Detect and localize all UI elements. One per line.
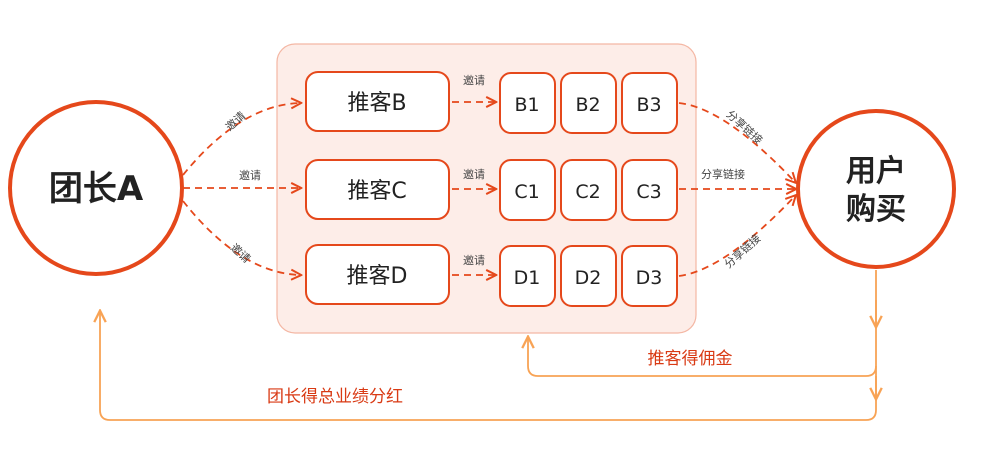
invite-label-b: 邀请 [222, 108, 248, 133]
sub-b2-box [560, 72, 617, 134]
sub-b2-label: B2 [575, 94, 600, 116]
sub-c1-box [499, 159, 556, 221]
promoter-c-box [305, 159, 450, 220]
sub-c2-box [560, 159, 617, 221]
sub-d2-label: D2 [575, 267, 602, 289]
leader-node [8, 100, 184, 276]
sub-c3-label: C3 [636, 181, 661, 203]
share-label-d: 分享链接 [721, 231, 763, 271]
buyer-label-line1: 用户 [846, 154, 906, 189]
dividend-label: 团长得总业绩分红 [267, 387, 403, 407]
leader-label: 团长A [49, 169, 144, 209]
sub-b3-label: B3 [636, 94, 661, 116]
buyer-node [796, 109, 956, 269]
edge-leader-to-promoter-b [182, 103, 300, 176]
sub-b1-label: B1 [514, 94, 539, 116]
sub-d3-box [621, 245, 678, 307]
invite-label-sub-d: 邀请 [463, 253, 485, 267]
invite-edges-leader [182, 103, 300, 275]
sub-b1-box [499, 72, 556, 134]
share-label-c: 分享链接 [701, 167, 745, 181]
sub-c1-label: C1 [514, 181, 539, 203]
sub-c2-label: C2 [575, 181, 600, 203]
buyer-label-line2: 购买 [846, 192, 906, 227]
sub-row-d: D1 D2 D3 [499, 245, 678, 307]
sub-row-b: B1 B2 B3 [499, 72, 678, 134]
promoter-b-label: 推客B [347, 91, 406, 116]
sub-d1-box [499, 245, 556, 307]
edge-d3-to-buyer [678, 196, 795, 277]
invite-label-sub-c: 邀请 [463, 167, 485, 181]
sub-d1-label: D1 [514, 267, 541, 289]
sub-d2-box [560, 245, 617, 307]
promoter-c-label: 推客C [347, 179, 406, 204]
sub-row-c: C1 C2 C3 [499, 159, 678, 221]
sub-b3-box [621, 72, 678, 134]
sub-c3-box [621, 159, 678, 221]
promoter-b-box [305, 71, 450, 132]
invite-label-sub-b: 邀请 [463, 73, 485, 87]
promoter-d-box [305, 244, 450, 305]
promoter-d-label: 推客D [347, 264, 408, 289]
share-label-b: 分享链接 [724, 107, 766, 147]
invite-label-d: 邀请 [228, 240, 254, 265]
edge-b3-to-buyer [678, 102, 795, 182]
dividend-flow-line [100, 312, 877, 421]
invite-label-c: 邀请 [239, 168, 261, 182]
sub-d3-label: D3 [636, 267, 663, 289]
commission-label: 推客得佣金 [648, 349, 733, 369]
share-link-edges [678, 102, 795, 277]
return-flows [100, 270, 877, 421]
